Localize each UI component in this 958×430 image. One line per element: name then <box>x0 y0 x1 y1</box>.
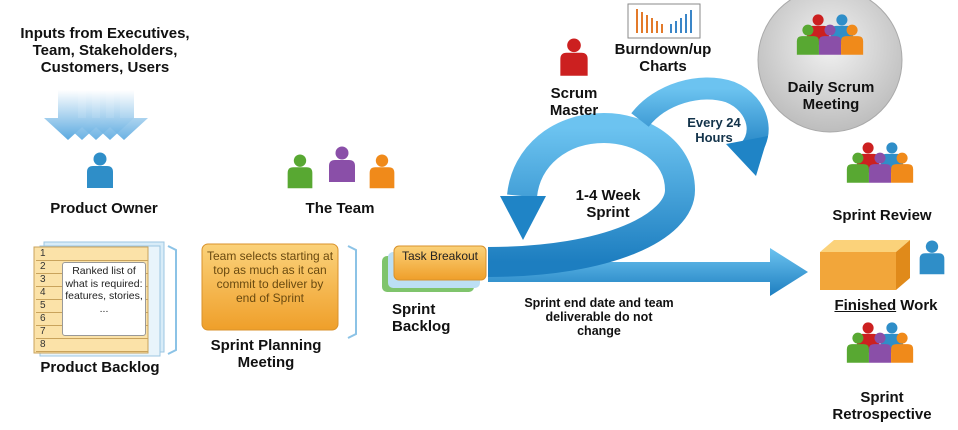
every-24-hours-label: Every 24 Hours <box>687 115 741 145</box>
work-word: Work <box>896 297 938 314</box>
sprint-loop <box>487 112 696 277</box>
scrum-master-icon <box>560 38 588 76</box>
sprint-review-person-purple <box>868 152 892 183</box>
backlog-row: 7 <box>36 326 148 339</box>
sprint-planning-label: Sprint Planning Meeting <box>210 337 322 371</box>
sprint-review-person-orange <box>891 152 914 183</box>
retrospective-person-purple <box>868 332 892 363</box>
finished-work-box <box>820 240 910 290</box>
daily-scrum-person-orange <box>841 24 864 55</box>
sprint-review-person-green <box>846 152 869 183</box>
product-owner-label: Product Owner <box>50 200 158 217</box>
scrum-master-label: Scrum Master <box>549 85 599 119</box>
retrospective-person-orange <box>891 332 914 363</box>
sprint-planning-box <box>201 243 339 331</box>
product-backlog-label: Product Backlog <box>40 359 160 376</box>
ranked-list-note: Ranked list of what is required: feature… <box>62 262 146 336</box>
sprint-backlog-stack <box>382 245 487 292</box>
sprint-loop-head <box>500 196 546 240</box>
backlog-bracket <box>167 245 177 355</box>
daily-scrum-circle <box>757 0 903 133</box>
inputs-arrows <box>44 90 148 140</box>
task-breakout-label: Task Breakout <box>401 249 479 263</box>
product-owner-icon <box>87 152 113 188</box>
backlog-row: 8 <box>36 339 148 352</box>
finished-work-person <box>919 240 945 275</box>
inputs-label: Inputs from Executives, Team, Stakeholde… <box>20 25 190 76</box>
sprint-retrospective-label: Sprint Retrospective <box>832 389 932 423</box>
backlog-row: 1 <box>36 248 148 261</box>
team-person-purple <box>329 146 355 182</box>
finished-work-label: Finished Work <box>816 297 956 315</box>
sprint-review-label: Sprint Review <box>832 207 932 224</box>
daily-scrum-person-purple <box>818 24 842 55</box>
finished-word: Finished <box>834 297 897 314</box>
team-label: The Team <box>305 200 375 217</box>
retrospective-person-green <box>846 332 869 363</box>
daily-scrum-label: Daily Scrum Meeting <box>787 79 875 113</box>
planning-bracket <box>347 245 357 339</box>
burndown-chart-icon <box>627 3 701 39</box>
sprint-planning-note: Team selects starting at top as much as … <box>206 249 334 306</box>
burndown-label: Burndown/up Charts <box>614 41 712 75</box>
sprint-cycle-label: 1-4 Week Sprint <box>575 187 641 221</box>
daily-scrum-person-green <box>796 24 819 55</box>
team-person-green <box>287 154 313 189</box>
daily-loop <box>631 77 769 166</box>
sprint-main-arrow <box>488 248 808 296</box>
sprint-backlog-label: Sprint Backlog <box>392 301 451 335</box>
sprint-end-note: Sprint end date and team deliverable do … <box>524 296 674 338</box>
daily-loop-head <box>726 136 768 176</box>
team-person-orange <box>369 154 395 189</box>
